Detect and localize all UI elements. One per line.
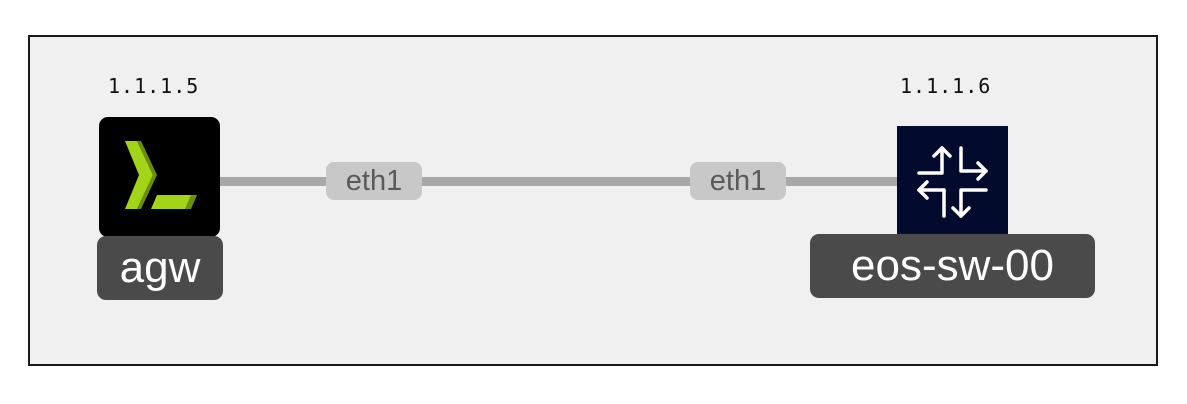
- node-ip-agw: 1.1.1.5: [108, 74, 200, 98]
- switch-arrows-icon: [897, 126, 1008, 237]
- link-agw-eos-sw-00[interactable]: [218, 177, 900, 186]
- terminal-icon: [99, 117, 220, 237]
- node-label-eos-sw-00: eos-sw-00: [810, 234, 1095, 298]
- node-eos-sw-00[interactable]: [897, 126, 1008, 237]
- interface-label-agw-eth1: eth1: [326, 162, 422, 200]
- interface-label-eos-sw-00-eth1: eth1: [690, 162, 786, 200]
- node-label-agw: agw: [97, 236, 223, 300]
- node-agw[interactable]: [99, 117, 220, 237]
- node-ip-eos-sw-00: 1.1.1.6: [900, 74, 992, 98]
